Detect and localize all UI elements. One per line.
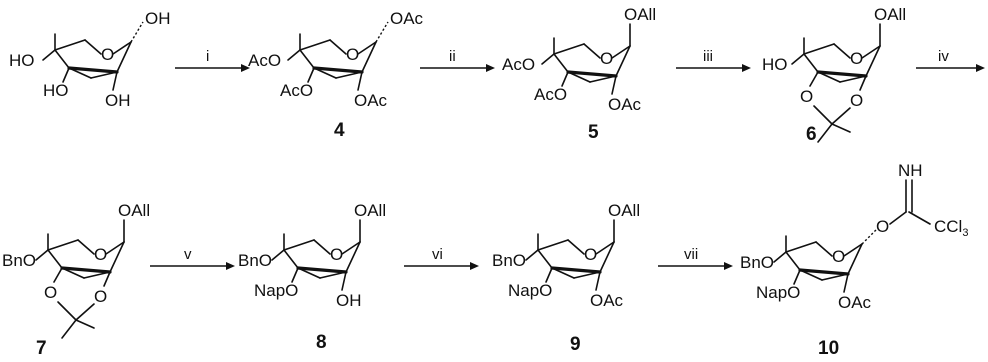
svg-text:AcO: AcO <box>534 85 567 104</box>
structure-fucose: O OH HO HO OH <box>9 9 171 110</box>
step-label-ii: ii <box>449 48 456 65</box>
svg-text:OAll: OAll <box>874 5 906 24</box>
c2-oh: OH <box>105 91 131 110</box>
structure-6: O OAll HO O O <box>762 5 906 143</box>
svg-text:O: O <box>346 45 359 64</box>
step-label-iii: iii <box>703 48 713 65</box>
arrow-step-iv: iv <box>916 48 985 72</box>
svg-text:NapO: NapO <box>756 283 800 302</box>
svg-text:OAc: OAc <box>590 291 624 310</box>
svg-text:OH: OH <box>336 291 362 310</box>
structure-10: O BnO NapO OAc O NH CCl3 <box>740 161 968 312</box>
c4-ho: HO <box>9 51 35 70</box>
compound-label-8: 8 <box>316 332 327 353</box>
anomeric-oac: OAc <box>390 9 424 28</box>
c3-ho: HO <box>43 81 69 100</box>
compound-label-9: 9 <box>570 334 581 355</box>
svg-text:O: O <box>876 217 889 236</box>
svg-text:NH: NH <box>898 161 923 180</box>
svg-text:OAc: OAc <box>838 293 872 312</box>
svg-text:BnO: BnO <box>238 251 272 270</box>
svg-text:O: O <box>850 91 863 110</box>
compound-label-5: 5 <box>588 122 599 143</box>
step-label-i: i <box>206 48 209 65</box>
svg-text:O: O <box>44 283 57 302</box>
arrow-step-ii: ii <box>420 48 495 72</box>
arrow-step-vii: vii <box>658 246 733 270</box>
ring-oxygen: O <box>101 45 114 64</box>
step-label-v: v <box>184 246 192 263</box>
svg-text:OAc: OAc <box>608 95 642 114</box>
compound-label-10: 10 <box>818 338 839 359</box>
svg-text:OAc: OAc <box>354 91 388 110</box>
svg-text:NapO: NapO <box>508 281 552 300</box>
arrow-step-v: v <box>150 246 235 270</box>
svg-text:O: O <box>330 245 343 264</box>
svg-text:CCl3: CCl3 <box>934 217 968 239</box>
arrow-step-vi: vi <box>404 246 479 270</box>
svg-text:OAll: OAll <box>118 201 150 220</box>
compound-label-4: 4 <box>334 120 345 141</box>
compound-label-7: 7 <box>36 338 47 359</box>
arrow-step-iii: iii <box>676 48 751 72</box>
structure-9: O OAll BnO NapO OAc <box>492 201 640 310</box>
svg-text:BnO: BnO <box>492 251 526 270</box>
svg-text:HO: HO <box>762 55 788 74</box>
step-label-iv: iv <box>938 48 949 65</box>
step-label-vii: vii <box>684 246 698 263</box>
anomeric-oall: OAll <box>624 5 656 24</box>
svg-text:O: O <box>600 49 613 68</box>
svg-text:O: O <box>832 247 845 266</box>
svg-text:OAll: OAll <box>608 201 640 220</box>
svg-text:BnO: BnO <box>740 253 774 272</box>
arrow-step-i: i <box>175 48 250 72</box>
svg-text:AcO: AcO <box>280 81 313 100</box>
structure-4: O OAc AcO AcO OAc <box>248 9 424 110</box>
svg-text:O: O <box>584 245 597 264</box>
svg-text:AcO: AcO <box>248 51 281 70</box>
structure-5: O OAll AcO AcO OAc <box>502 5 656 114</box>
svg-text:BnO: BnO <box>2 251 36 270</box>
structure-7: O OAll BnO O O <box>2 201 150 339</box>
svg-text:O: O <box>850 49 863 68</box>
svg-text:NapO: NapO <box>254 281 298 300</box>
anomeric-oh: OH <box>145 9 171 28</box>
svg-text:AcO: AcO <box>502 55 535 74</box>
compound-label-6: 6 <box>806 124 817 145</box>
svg-text:O: O <box>94 245 107 264</box>
svg-text:O: O <box>800 87 813 106</box>
step-label-vi: vi <box>432 246 443 263</box>
svg-text:OAll: OAll <box>354 201 386 220</box>
svg-text:O: O <box>94 287 107 306</box>
structure-8: O OAll BnO NapO OH <box>238 201 386 310</box>
